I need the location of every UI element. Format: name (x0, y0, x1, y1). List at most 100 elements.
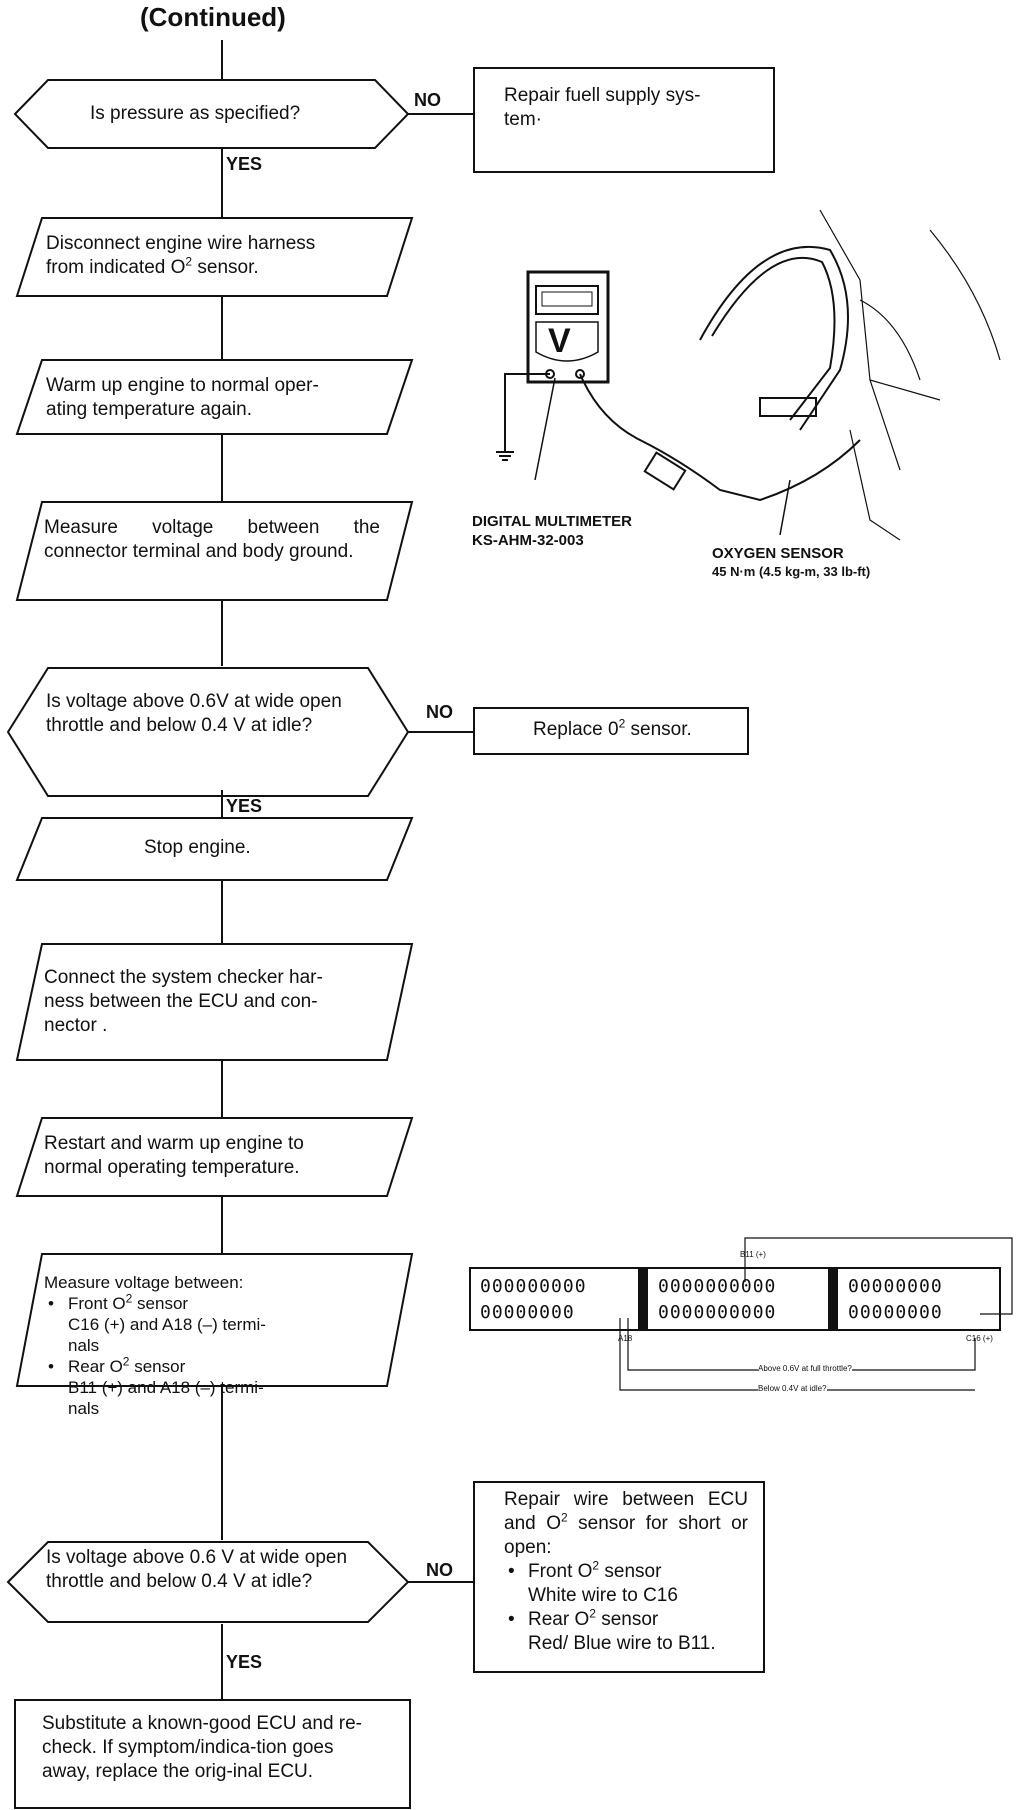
rear-terminals: B11 (+) and A18 (–) termi- nals (68, 1378, 264, 1418)
subscript-2: 2 (618, 716, 626, 731)
action-repair-wire-shape (473, 1481, 765, 1673)
wot-note: Above 0.6V at full throttle? (758, 1364, 852, 1373)
multimeter-jack (575, 369, 585, 379)
connector-pins-left: 000000000 00000000 (480, 1274, 587, 1326)
step-measure-1-text: Measure voltage between the connector te… (44, 517, 380, 562)
repair-wire-heading-post: sensor for short or open: (504, 1513, 748, 1558)
ecu-connector-illustration (469, 1237, 1013, 1391)
step-warm-up-shape (15, 359, 414, 435)
subscript-2: 2 (125, 1291, 133, 1306)
action-substitute-ecu-text: Substitute a known-good ECU and re-check… (42, 1713, 363, 1782)
step-disconnect-shape (15, 217, 414, 297)
disconnect-line-1: Disconnect engine wire harness (46, 233, 316, 254)
sensor-connector-plug (643, 451, 687, 491)
connector-housing (469, 1267, 1001, 1331)
pin-row: 00000000 (480, 1302, 575, 1323)
step-restart-text: Restart and warm up engine to normal ope… (44, 1133, 304, 1178)
sensor-wire (711, 257, 836, 421)
connector-divider (638, 1268, 648, 1330)
step-stop-engine-shape (15, 817, 414, 881)
repair-wire-heading: Repair wire between ECU and O2 sensor fo… (504, 1488, 748, 1560)
replace-o2-pre: Replace 0 (533, 719, 619, 740)
no-label: NO (426, 702, 453, 722)
rear-label-suffix: sensor (129, 1357, 186, 1376)
repair-wire-heading-pre: Repair wire between ECU and O (504, 1489, 748, 1534)
b11-label: B11 (+) (740, 1250, 766, 1259)
action-replace-o2-shape (473, 707, 749, 755)
subscript-2: 2 (185, 254, 193, 269)
pin-row: 00000000 (848, 1302, 943, 1323)
multimeter-v-symbol: V (548, 322, 571, 360)
no-label: NO (414, 90, 441, 110)
oxygen-sensor-label: OXYGEN SENSOR (712, 545, 844, 562)
no-label: NO (426, 1560, 453, 1580)
yes-label: YES (226, 154, 263, 174)
subscript-2: 2 (560, 1510, 568, 1525)
subscript-2: 2 (589, 1606, 596, 1621)
decision-voltage-1-shape (6, 667, 410, 797)
decision-pressure-shape (13, 79, 410, 149)
oxygen-sensor-torque: 45 N·m (4.5 kg-m, 33 lb-ft) (712, 564, 871, 579)
rear-label-suffix: sensor (595, 1609, 659, 1630)
decision-voltage-2-text: Is voltage above 0.6 V at wide open thro… (46, 1547, 348, 1592)
connector-pins-right: 00000000 00000000 (848, 1274, 943, 1326)
pin-row: 00000000 (848, 1276, 943, 1297)
step-warm-up-text: Warm up engine to normal oper- ating tem… (46, 375, 319, 420)
front-label-suffix: sensor (132, 1294, 189, 1313)
replace-o2-post: sensor. (625, 719, 692, 740)
multimeter-illustration (496, 209, 1001, 541)
pin-row: 0000000000 (658, 1302, 777, 1323)
subscript-2: 2 (592, 1558, 600, 1573)
sensor-leader-line (779, 479, 791, 536)
meter-leader-line (534, 377, 556, 481)
action-replace-o2-text: Replace 02 sensor. (533, 718, 692, 742)
ground-lead (504, 373, 550, 452)
ground-symbol (496, 451, 514, 461)
front-label-suffix: sensor (599, 1561, 662, 1582)
action-repair-wire-text: Repair wire between ECU and O2 sensor fo… (504, 1488, 748, 1656)
multimeter-body (526, 270, 610, 384)
step-connect-checker-text: Connect the system checker har- ness bet… (44, 967, 323, 1036)
yes-label: YES (226, 1652, 263, 1672)
step-stop-engine-text: Stop engine. (144, 837, 251, 858)
decision-voltage-1-text: Is voltage above 0.6V at wide open throt… (46, 691, 342, 736)
engine-outline (849, 299, 921, 541)
connector-divider (828, 1268, 838, 1330)
decision-pressure-text: Is pressure as specified? (90, 103, 301, 124)
page-title: (Continued) (140, 2, 286, 32)
a18-label: A18 (618, 1334, 633, 1343)
action-repair-fuel-shape (473, 67, 775, 173)
rear-wire-detail: Red/ Blue wire to B11. (528, 1633, 716, 1654)
b11-lead (744, 1237, 1013, 1315)
step-measure-1-shape (15, 501, 414, 601)
front-label: Front O (528, 1561, 593, 1582)
step-disconnect-text: Disconnect engine wire harness from indi… (46, 232, 396, 280)
sensor-wire (699, 245, 849, 431)
c16-label: C16 (+) (966, 1334, 993, 1343)
probe-lead (579, 373, 861, 502)
step-connect-checker-shape (15, 943, 414, 1061)
subscript-2: 2 (122, 1354, 130, 1369)
action-repair-fuel-text: Repair fuell supply sys- tem· (504, 85, 701, 130)
pin-row: 000000000 (480, 1276, 587, 1297)
multimeter-display (535, 285, 599, 315)
multimeter-display-inner (541, 291, 593, 307)
rear-label: Rear O (68, 1357, 123, 1376)
step-restart-shape (15, 1117, 414, 1197)
engine-outline (819, 209, 1001, 471)
multimeter-label: DIGITAL MULTIMETER (472, 513, 632, 530)
decision-voltage-2-shape (6, 1541, 410, 1623)
pin-row: 0000000000 (658, 1276, 777, 1297)
step-measure-2-text: Measure voltage between: Front O2 sensor… (44, 1272, 380, 1419)
front-terminals: C16 (+) and A18 (–) termi- nals (68, 1315, 266, 1355)
rear-label: Rear O (528, 1609, 590, 1630)
a18-idle-lead (619, 1318, 975, 1391)
disconnect-line-2-post: sensor. (192, 257, 259, 278)
connector-pins-middle: 0000000000 0000000000 (658, 1274, 776, 1326)
front-label: Front O (68, 1294, 126, 1313)
measure-2-heading: Measure voltage between: (44, 1273, 244, 1292)
